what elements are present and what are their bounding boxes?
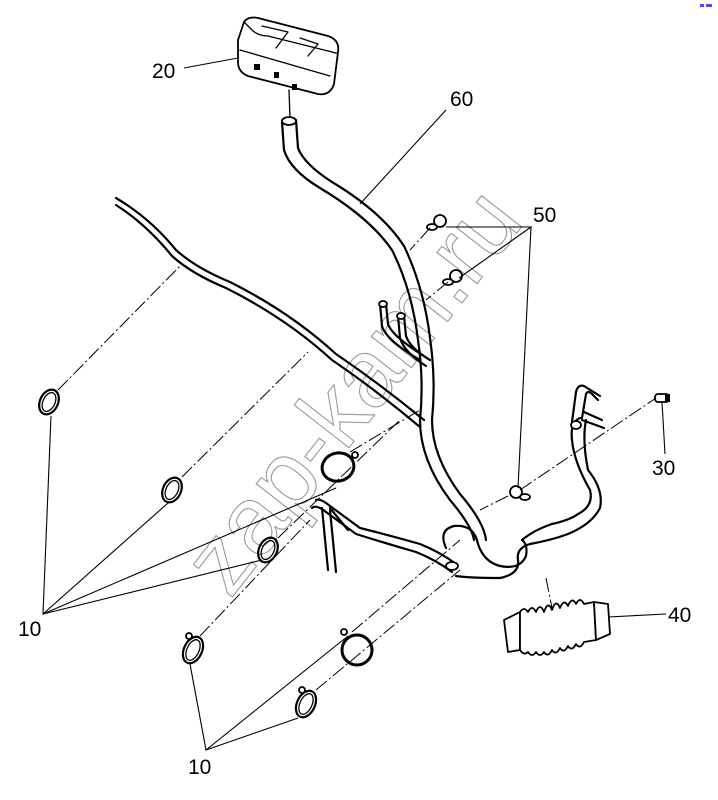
leader-lines [42,57,667,752]
plug-cap[interactable] [654,393,670,403]
hose-ring[interactable] [319,449,359,484]
lower-hose-assembly[interactable] [310,416,602,580]
callout-20: 20 [152,60,175,83]
callout-labels: 20 60 50 30 40 10 10 [18,60,691,779]
hose-clamp-1[interactable] [35,386,62,417]
callout-60: 60 [450,88,473,111]
callout-30: 30 [652,457,675,480]
reservoir-tank[interactable] [237,16,340,119]
hose-clamp-2[interactable] [158,474,185,505]
callout-10-upper: 10 [18,618,41,641]
callout-50: 50 [533,204,556,227]
watermark: zap-kam.ru [162,168,543,613]
callout-40: 40 [668,604,691,627]
thin-hose-left[interactable] [114,196,426,429]
corrugated-boot[interactable] [503,599,611,656]
watermark-text: zap-kam.ru [162,169,542,613]
long-hose[interactable] [280,116,488,542]
assembly-lines [57,227,657,691]
hose-clip-3[interactable] [509,485,531,501]
hose-stubs[interactable] [378,300,432,368]
hose-clamp-4[interactable] [179,632,207,666]
hose-clamp-3[interactable] [254,534,281,565]
corner-mark [700,4,712,7]
hose-clamp-6[interactable] [292,686,320,720]
callout-10-lower: 10 [188,756,211,779]
tee-hose[interactable] [570,384,606,430]
hose-clip-1[interactable] [426,214,447,231]
hose-clamp-5[interactable] [340,628,374,667]
